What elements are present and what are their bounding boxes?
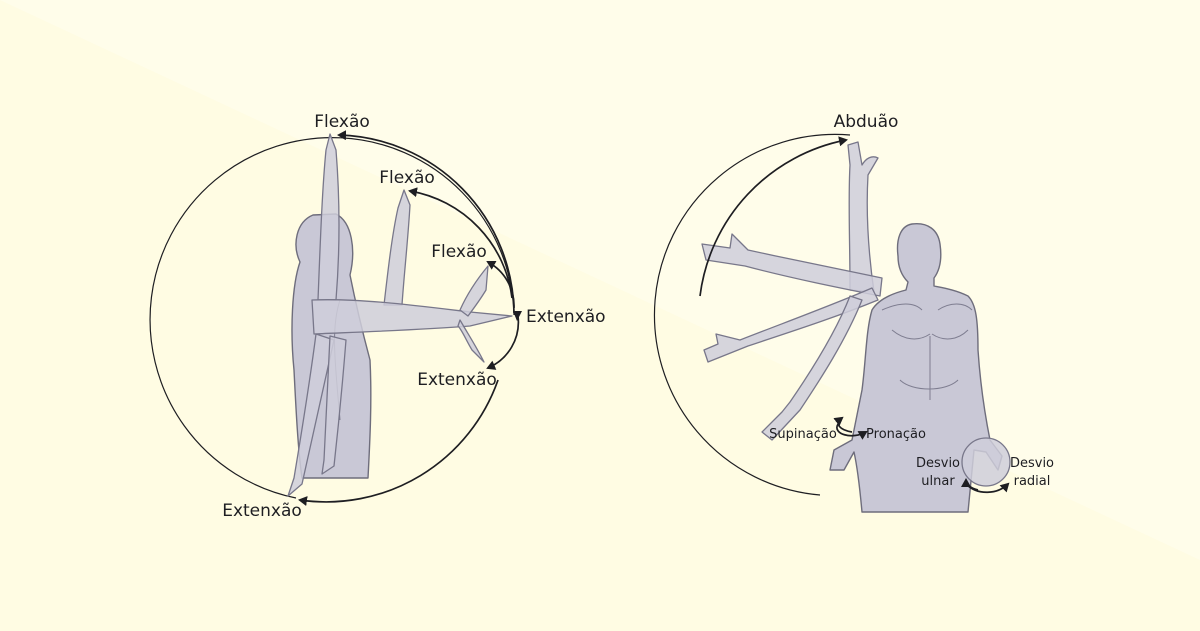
arm-extended-backward: [287, 333, 335, 497]
label-ulnar-line2: ulnar: [921, 474, 955, 489]
arc-ulnar-deviation: [961, 478, 979, 491]
left-range-circle: [149, 137, 515, 499]
arc-abduction: [699, 136, 848, 297]
arc-extension-lower-right: [486, 315, 520, 370]
arc-flexion-top: [337, 130, 515, 314]
arc-extension-bottom: [298, 379, 499, 506]
arm-hanging: [321, 335, 347, 475]
shoulder-detail: [881, 303, 973, 311]
right-range-circle: [653, 133, 851, 496]
label-extension-right: Extenxão: [526, 307, 606, 327]
label-extension-bottom: Extenxão: [222, 501, 302, 521]
label-ulnar-line1: Desvio: [916, 456, 960, 471]
hand-deviation: [961, 437, 1011, 487]
label-abduction: Abduão: [834, 112, 899, 132]
right-shoulder-abduction-diagram: Abduão Supinação Pronação Desvio ulnar D…: [653, 112, 1054, 513]
arm-abduction-raised: [847, 141, 879, 293]
arc-flexion-mid: [408, 187, 513, 299]
abs-detail: [899, 336, 959, 400]
arm-raised-overhead: [317, 133, 340, 301]
hand-extension-down: [457, 319, 485, 363]
label-flexion-top: Flexão: [314, 112, 370, 132]
left-shoulder-flexion-diagram: Flexão Flexão Flexão Extenxão Extenxão E…: [149, 112, 606, 521]
arm-abduction-high: [701, 233, 883, 297]
label-supination: Supinação: [769, 427, 837, 442]
arm-mid-flexion: [383, 189, 411, 306]
label-pronation: Pronação: [866, 427, 926, 442]
label-radial-line1: Desvio: [1010, 456, 1054, 471]
arc-supination: [833, 416, 853, 433]
arm-lowered-diagonal: [761, 295, 863, 441]
label-radial-line2: radial: [1014, 474, 1051, 489]
hand-small-flexion: [459, 265, 489, 317]
arrowhead-extension-right: [513, 311, 522, 321]
arc-pronation: [836, 423, 868, 440]
label-flexion-small: Flexão: [431, 242, 487, 262]
label-flexion-mid: Flexão: [379, 168, 435, 188]
label-extension-lower-right: Extenxão: [417, 370, 497, 390]
chest-detail: [891, 329, 969, 340]
arc-flexion-small: [486, 260, 515, 309]
arm-abduction-low: [703, 287, 879, 363]
